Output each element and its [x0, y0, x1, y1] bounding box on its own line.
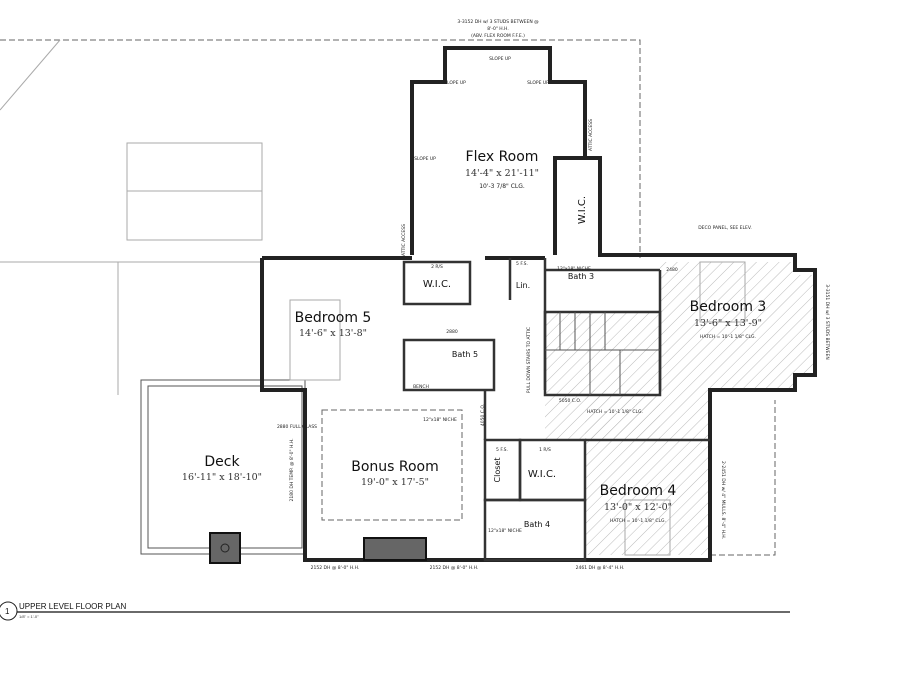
room-dims: 14'-6" x 13'-8" — [299, 328, 367, 339]
note: 2152 DH @ 8'-0" H.H. — [311, 565, 360, 571]
note: SLOPE UP — [527, 80, 549, 86]
exterior-walls — [260, 46, 817, 562]
note: 2880 FULL GLASS — [277, 424, 317, 430]
note: 12"x18" NICHE — [557, 266, 591, 272]
note: 2180 DH TEMP. @ 8'-0" H.H. — [289, 439, 295, 502]
bed-icon — [699, 261, 746, 323]
note: 12"x18" NICHE — [423, 417, 457, 423]
note: 2461 DH @ 8'-4" H.H. — [576, 565, 625, 571]
room-linen: Lin. — [516, 281, 530, 290]
note: 2152 DH @ 8'-0" H.H. — [430, 565, 479, 571]
roof-outline — [0, 39, 776, 556]
drawing-title: UPPER LEVEL FLOOR PLAN — [19, 602, 127, 611]
note: ATTIC ACCESS — [401, 224, 407, 256]
drawing-scale: 1/8" = 1'-0" — [19, 614, 39, 619]
drawing-number: 1 — [5, 607, 10, 616]
room-bedroom4: Bedroom 4 13'-0" x 12'-0" HATCH = 10'-1 … — [600, 483, 677, 524]
note: SLOPE UP — [414, 156, 436, 162]
note: 2 R/S — [431, 264, 443, 270]
room-name: Flex Room — [466, 149, 539, 165]
bed-icon — [624, 499, 671, 556]
room-wic4: W.I.C. — [528, 469, 556, 480]
room-name: Bonus Room — [351, 459, 439, 475]
note: HATCH = 10'-1 1/8" CLG. — [587, 409, 643, 415]
note: ATTIC ACCESS — [588, 119, 594, 151]
room-bath4: Bath 4 — [524, 520, 550, 529]
drawing-title-block: 1 UPPER LEVEL FLOOR PLAN 1/8" = 1'-0" — [0, 601, 790, 621]
fireplace-icon — [363, 537, 427, 561]
room-dims: 13'-6" x 13'-9" — [694, 318, 762, 329]
room-dims: 13'-0" x 12'-0" — [604, 502, 672, 513]
room-name: Bedroom 5 — [295, 310, 372, 326]
note: 8'-0" H.H. — [487, 26, 509, 32]
note: 5050 C.O. — [559, 398, 581, 404]
note: 5 F.S. — [516, 261, 528, 267]
room-dims: 16'-11" x 18'-10" — [182, 472, 262, 483]
room-name: Deck — [204, 454, 240, 470]
room-name: Bedroom 3 — [690, 299, 767, 315]
note: 5 F.S. — [496, 447, 508, 453]
room-bath5: Bath 5 — [452, 350, 478, 359]
interior-walls — [289, 258, 746, 562]
room-dims: 19'-0" x 17'-5" — [361, 477, 429, 488]
note: 12"x18" NICHE — [488, 528, 522, 534]
bed-icon — [289, 299, 341, 381]
note: BENCH — [413, 384, 429, 390]
room-ceiling: HATCH = 10'-1 1/8" CLG. — [700, 334, 756, 340]
note: PULL DOWN STAIRS TO ATTIC — [526, 327, 532, 393]
note: 3-3152 DH w/ 3 STUDS BETWEEN @ — [457, 19, 539, 25]
deck — [140, 379, 306, 564]
room-bedroom5: Bedroom 5 14'-6" x 13'-8" — [295, 310, 372, 339]
room-wic5: W.I.C. — [423, 279, 451, 290]
room-ceiling: 10'-3 7/8" CLG. — [479, 183, 525, 190]
note: 2880 — [446, 329, 458, 335]
room-ceiling: HATCH = 10'-1 1/8" CLG. — [610, 518, 666, 524]
room-bath3: Bath 3 — [568, 272, 594, 281]
room-dims: 14'-4" x 21'-11" — [465, 168, 539, 179]
note: DECO PANEL, SEE ELEV. — [698, 225, 752, 231]
annotations: 3-3152 DH w/ 3 STUDS BETWEEN @ 8'-0" H.H… — [277, 19, 830, 571]
note: 2480 — [666, 267, 678, 273]
room-bonus: Bonus Room 19'-0" x 17'-5" — [351, 459, 439, 488]
note: 3-3151 DH w/ 3 STUDS BETWEEN — [824, 284, 830, 359]
note: SLOPE UP — [444, 80, 466, 86]
note: 2-2451 DH w/ 4" MULLS. 8'-4" H.H. — [720, 461, 726, 539]
room-deck: Deck 16'-11" x 18'-10" — [182, 454, 262, 483]
room-bedroom3: Bedroom 3 13'-6" x 13'-9" HATCH = 10'-1 … — [690, 299, 767, 340]
room-wic-upper: W.I.C. — [577, 196, 588, 224]
hatched-ceiling-areas — [545, 262, 815, 555]
staircase — [545, 312, 660, 395]
room-name: Bedroom 4 — [600, 483, 677, 499]
room-flex: Flex Room 14'-4" x 21'-11" 10'-3 7/8" CL… — [465, 149, 539, 190]
note: SLOPE UP — [489, 56, 511, 62]
fireplace-icon — [209, 532, 241, 564]
room-closet: Closet — [493, 458, 502, 483]
note: 1 R/S — [539, 447, 551, 453]
note: 4050 C.O. — [480, 404, 486, 426]
note: (ABV. FLEX ROOM F.F.E.) — [471, 33, 525, 39]
